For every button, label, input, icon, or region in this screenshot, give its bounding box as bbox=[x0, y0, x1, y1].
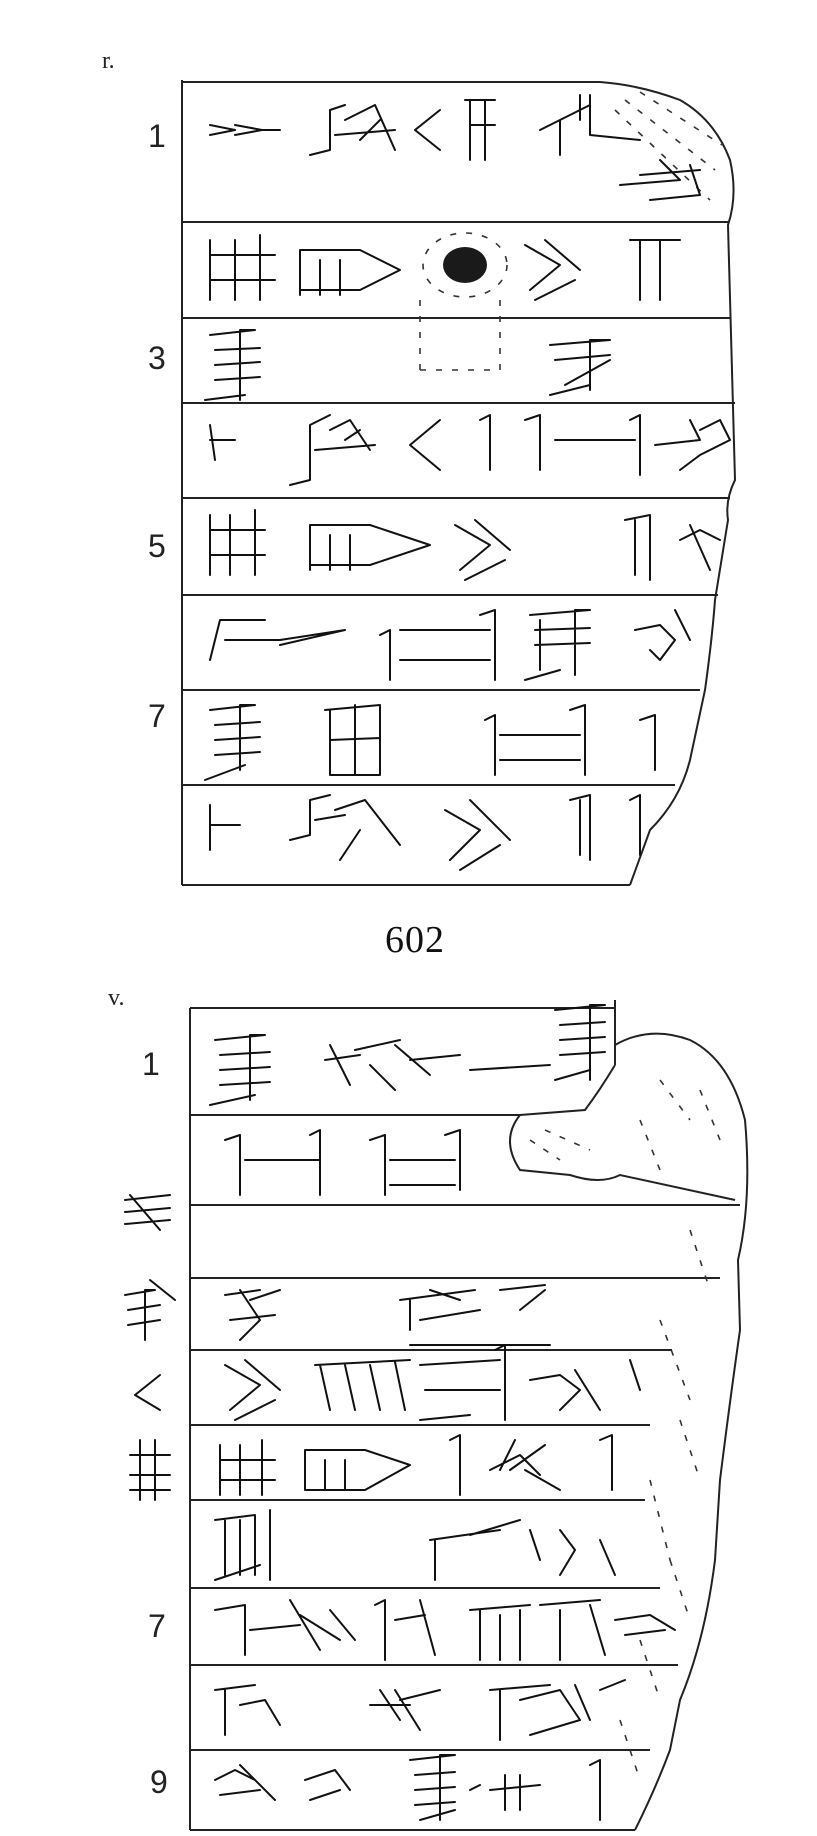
obverse-side-label: r. bbox=[102, 48, 115, 74]
obverse-tablet bbox=[181, 80, 737, 886]
reverse-line-number-7: 7 bbox=[148, 1608, 166, 1644]
obverse-line-number-1: 1 bbox=[148, 118, 166, 154]
obverse-line-number-5: 5 bbox=[148, 528, 166, 564]
reverse-tablet bbox=[124, 1000, 749, 1831]
obverse-line-number-3: 3 bbox=[148, 340, 166, 376]
catalog-number: 602 bbox=[385, 919, 445, 961]
obverse-line-number-7: 7 bbox=[148, 698, 166, 734]
reverse-side-label: v. bbox=[108, 985, 125, 1011]
reverse-line-number-9: 9 bbox=[150, 1764, 168, 1800]
reverse-line-number-1: 1 bbox=[142, 1046, 160, 1082]
